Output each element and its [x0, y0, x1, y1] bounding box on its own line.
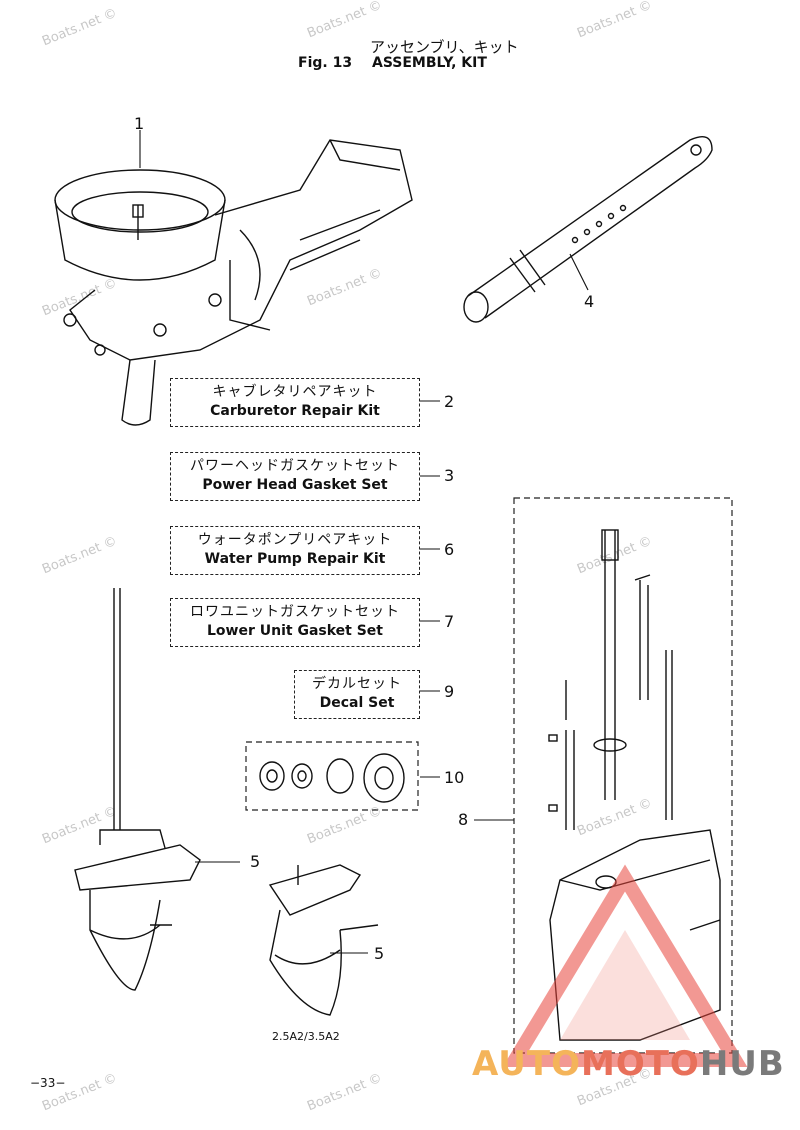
- tiller-handle-illustration: [463, 136, 713, 323]
- callout-7: 7: [444, 612, 455, 631]
- brand-part-moto: MOTO: [580, 1044, 700, 1084]
- callout-9: 9: [444, 682, 455, 701]
- power-head-assembly-illustration: [54, 139, 413, 426]
- brand-part-auto: AUTO: [472, 1044, 581, 1084]
- callout-10: 10: [444, 768, 465, 787]
- kit-name-jp: ウォータポンプリペアキット: [197, 532, 393, 548]
- brand-part-hub: HUB: [699, 1044, 785, 1084]
- kit-name-en: Carburetor Repair Kit: [210, 403, 380, 419]
- kit-name-jp: ロワユニットガスケットセット: [190, 604, 400, 620]
- kit-name-en: Water Pump Repair Kit: [204, 551, 386, 567]
- callout-1: 1: [134, 114, 145, 133]
- kit-name-jp: デカルセット: [312, 676, 402, 692]
- water-pump-parts-illustration: [259, 753, 405, 803]
- kit-name-jp: パワーヘッドガスケットセット: [190, 458, 400, 474]
- brand-wordmark: AUTOMOTOHUB: [472, 1044, 785, 1084]
- model-label: 2.5A2/3.5A2: [272, 1030, 340, 1043]
- kit-decal-set: デカルセット Decal Set: [294, 670, 420, 719]
- drive-shaft-housing-illustration: [548, 529, 721, 1041]
- kit-water-pump-repair: ウォータポンプリペアキット Water Pump Repair Kit: [170, 526, 420, 575]
- callout-4: 4: [584, 292, 595, 311]
- kit-name-en: Lower Unit Gasket Set: [207, 623, 383, 639]
- figure-label: Fig. 13: [298, 55, 353, 71]
- callout-8: 8: [458, 810, 469, 829]
- callout-5: 5: [250, 852, 261, 871]
- callout-2: 2: [444, 392, 455, 411]
- automotohub-logo-mark: [502, 864, 748, 1067]
- kit-name-en: Power Head Gasket Set: [202, 477, 388, 493]
- kit-power-head-gasket: パワーヘッドガスケットセット Power Head Gasket Set: [170, 452, 420, 501]
- lower-unit-long-illustration: [74, 588, 201, 991]
- callout-5: 5: [374, 944, 385, 963]
- callout-6: 6: [444, 540, 455, 559]
- page-number: −33−: [30, 1076, 66, 1090]
- kit-carburetor-repair: キャブレタリペアキット Carburetor Repair Kit: [170, 378, 420, 427]
- kit-name-jp: キャブレタリペアキット: [212, 384, 378, 400]
- kit-name-en: Decal Set: [319, 695, 395, 711]
- title-english: ASSEMBLY, KIT: [372, 55, 487, 71]
- lower-unit-short-illustration: [268, 864, 379, 1016]
- kit-lower-unit-gasket: ロワユニットガスケットセット Lower Unit Gasket Set: [170, 598, 420, 647]
- callout-3: 3: [444, 466, 455, 485]
- title-japanese: アッセンブリ、キット: [370, 38, 519, 56]
